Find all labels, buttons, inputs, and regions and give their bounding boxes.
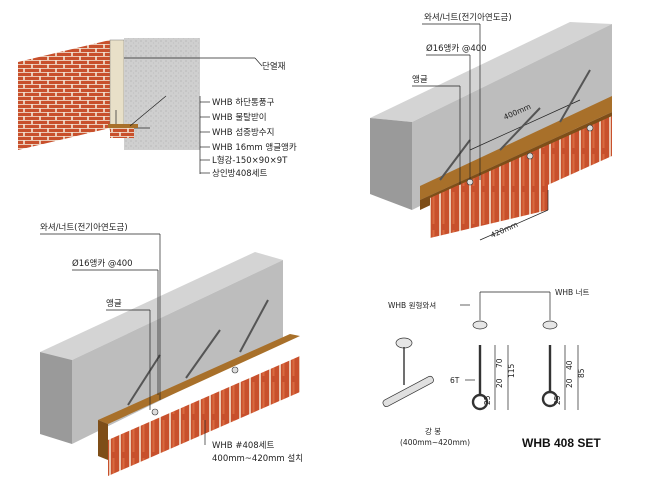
steel-angle-lower	[98, 334, 300, 424]
concrete-wall-front	[370, 118, 412, 210]
set-title: WHB 408 SET	[522, 436, 601, 450]
concrete-wall-front-lower	[40, 352, 72, 444]
label-anchor-lower: Ø16앵카 @400	[72, 258, 133, 269]
label-insulation: 단열재	[262, 61, 285, 72]
concrete-wall-face	[412, 24, 612, 210]
panel-3d-upper: 400mm 420mm 와셔/너트(전기아연도금) Ø16앵카 @400 앵글	[370, 12, 612, 241]
insulation-layer	[109, 39, 125, 131]
washer-left	[472, 320, 488, 330]
label-l-steel: L형강-150×90×9T	[212, 155, 288, 166]
dim-25-right: 25	[553, 395, 562, 405]
panel-section-detail: 단열재 WHB 하단통풍구 WHB 물탈받이 WHB 섬중방수지 WHB 16m…	[18, 38, 297, 179]
label-waterproof: WHB 섬중방수지	[212, 127, 274, 138]
dim-70: 70	[495, 358, 504, 368]
label-lintel-set: 상인방408세트	[212, 168, 268, 179]
concrete-wall-top-lower	[40, 252, 283, 360]
dim-85: 85	[577, 368, 586, 378]
dim-20-left: 20	[495, 378, 504, 388]
lintel-angle-section	[108, 124, 138, 128]
steel-angle-upper	[420, 96, 612, 200]
concrete-wall-top	[370, 22, 612, 122]
panel-3d-lower: 와셔/너트(전기아연도금) Ø16앵카 @400 앵글 WHB #408세트 4…	[40, 222, 303, 476]
label-drip: WHB 물탈받이	[212, 112, 267, 123]
anchor-rods-upper	[439, 69, 594, 186]
label-rod-length: (400mm~420mm)	[400, 438, 470, 447]
label-set-line2: 400mm~420mm 설치	[212, 453, 303, 464]
hook-bolt-right	[541, 345, 559, 408]
label-bottom-vent: WHB 하단통풍구	[212, 97, 275, 108]
label-rod: 강 봉	[425, 426, 441, 436]
brick-wall	[18, 40, 110, 150]
concrete-wall-face-lower	[72, 260, 283, 444]
label-anchor-upper: Ø16앵카 @400	[426, 43, 487, 54]
label-angle-anchor: WHB 16mm 앵글앵카	[212, 142, 297, 153]
rod-assembly	[382, 337, 434, 407]
label-set-line1: WHB #408세트	[212, 441, 274, 451]
label-washer-nut-upper: 와셔/너트(전기아연도금)	[424, 12, 512, 23]
washer-right	[542, 320, 558, 330]
dim-115: 115	[507, 363, 516, 378]
label-6t: 6T	[450, 376, 460, 385]
label-angle-lower: 앵글	[106, 298, 122, 309]
label-nut: WHB 너트	[555, 287, 589, 297]
dim-25-left: 25	[483, 395, 492, 405]
hook-bolt-left	[471, 345, 489, 411]
dim-20-right: 20	[565, 378, 574, 388]
concrete-wall-section	[124, 38, 200, 150]
anchor-rods-lower	[127, 299, 269, 416]
panel-parts: WHB 너트 WHB 원형와셔 강 봉 (400mm~420mm) 6T 70 …	[382, 287, 601, 450]
dim-left: 70 115 20 25	[483, 345, 516, 410]
brick-course-lower	[108, 356, 300, 476]
label-angle-upper: 앵글	[412, 74, 428, 85]
label-washer-nut-lower: 와셔/너트(전기아연도금)	[40, 222, 128, 233]
label-round-washer: WHB 원형와셔	[388, 300, 436, 310]
dim-40: 40	[565, 360, 574, 370]
dim-right: 40 85 20 25	[553, 345, 586, 410]
